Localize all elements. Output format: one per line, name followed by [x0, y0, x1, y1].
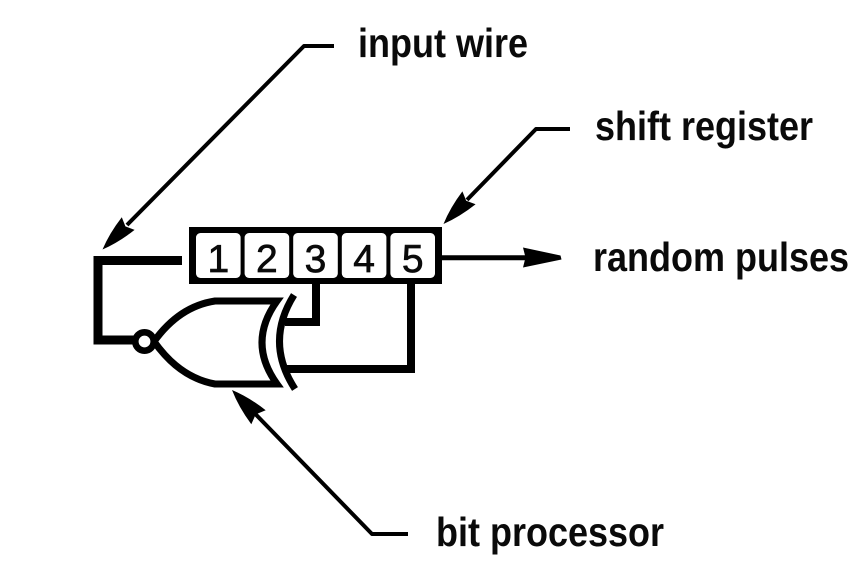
svg-text:5: 5: [402, 238, 424, 281]
svg-text:shift register: shift register: [595, 104, 813, 149]
svg-text:1: 1: [207, 238, 229, 281]
svg-text:bit processor: bit processor: [436, 510, 664, 555]
svg-text:3: 3: [305, 238, 327, 281]
svg-text:2: 2: [256, 238, 278, 281]
svg-text:random pulses: random pulses: [593, 235, 849, 280]
svg-text:4: 4: [353, 238, 375, 281]
svg-text:input wire: input wire: [358, 21, 528, 66]
